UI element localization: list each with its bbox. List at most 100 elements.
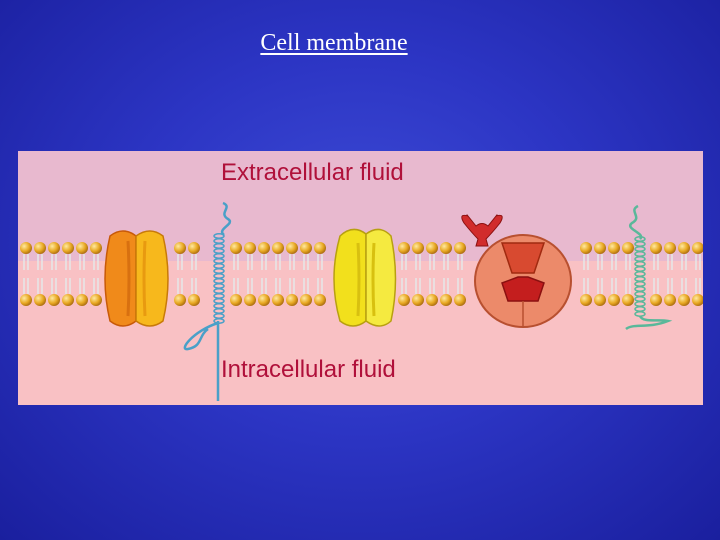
phospholipid-tail	[583, 254, 589, 270]
phospholipid-tail	[317, 254, 323, 270]
phospholipid-tail	[401, 254, 407, 270]
phospholipid-head	[188, 294, 200, 306]
phospholipid-head	[454, 294, 466, 306]
phospholipid-head	[426, 294, 438, 306]
phospholipid-tail	[695, 278, 701, 294]
helix-turn	[213, 268, 225, 274]
phospholipid-head	[76, 242, 88, 254]
phospholipid-head	[90, 242, 102, 254]
phospholipid-head	[244, 294, 256, 306]
phospholipid-tail	[583, 278, 589, 294]
phospholipid-tail	[177, 278, 183, 294]
helix-turn	[213, 238, 225, 244]
phospholipid-tail	[625, 278, 631, 294]
helical-protein-blue	[183, 201, 232, 401]
phospholipid-tail	[247, 254, 253, 270]
phospholipid-head	[230, 294, 242, 306]
helix-turn	[213, 273, 225, 279]
helix-turn	[634, 251, 646, 257]
phospholipid-tail	[65, 278, 71, 294]
helix-turn	[213, 308, 225, 314]
helix-turn	[634, 281, 646, 287]
receptor-protein	[461, 214, 503, 247]
helix-turn	[213, 278, 225, 284]
phospholipid-head	[650, 294, 662, 306]
phospholipid-tail	[429, 254, 435, 270]
phospholipid-tail	[303, 254, 309, 270]
phospholipid-tail	[625, 254, 631, 270]
helix-turn	[213, 233, 225, 239]
phospholipid-head	[76, 294, 88, 306]
phospholipid-tail	[457, 278, 463, 294]
helical-protein-teal	[625, 204, 673, 331]
phospholipid-head	[188, 242, 200, 254]
helix-turn	[634, 276, 646, 282]
helix-turn	[634, 261, 646, 267]
phospholipid-tail	[597, 254, 603, 270]
phospholipid-head	[580, 294, 592, 306]
phospholipid-tail	[317, 278, 323, 294]
phospholipid-head	[62, 242, 74, 254]
phospholipid-head	[300, 294, 312, 306]
phospholipid-tail	[653, 278, 659, 294]
cell-membrane-diagram: Extracellular fluid Intracellular fluid	[18, 151, 703, 405]
phospholipid-tail	[597, 278, 603, 294]
helix-turn	[213, 288, 225, 294]
phospholipid-head	[580, 242, 592, 254]
phospholipid-head	[230, 242, 242, 254]
helix-turn	[634, 256, 646, 262]
phospholipid-tail	[191, 278, 197, 294]
phospholipid-head	[48, 242, 60, 254]
phospholipid-tail	[23, 278, 29, 294]
phospholipid-tail	[79, 254, 85, 270]
phospholipid-tail	[275, 278, 281, 294]
phospholipid-head	[692, 242, 703, 254]
phospholipid-head	[314, 294, 326, 306]
carrier-protein-yellow	[333, 228, 397, 327]
phospholipid-tail	[23, 254, 29, 270]
phospholipid-tail	[51, 278, 57, 294]
helix-turn	[634, 291, 646, 297]
helix-turn	[634, 311, 646, 317]
phospholipid-head	[440, 294, 452, 306]
phospholipid-tail	[653, 254, 659, 270]
phospholipid-head	[286, 242, 298, 254]
phospholipid-tail	[681, 278, 687, 294]
lipid-bilayer	[20, 201, 703, 401]
phospholipid-head	[692, 294, 703, 306]
helix-turn	[634, 246, 646, 252]
phospholipid-head	[440, 242, 452, 254]
phospholipid-head	[90, 294, 102, 306]
phospholipid-tail	[667, 254, 673, 270]
phospholipid-head	[300, 242, 312, 254]
lipid-heads	[20, 242, 703, 306]
helix-turn	[213, 253, 225, 259]
phospholipid-tail	[233, 254, 239, 270]
phospholipid-tail	[611, 278, 617, 294]
phospholipid-tail	[261, 278, 267, 294]
phospholipid-tail	[611, 254, 617, 270]
phospholipid-head	[678, 294, 690, 306]
phospholipid-tail	[93, 254, 99, 270]
helix-turn	[634, 266, 646, 272]
phospholipid-head	[398, 294, 410, 306]
phospholipid-head	[678, 242, 690, 254]
phospholipid-head	[20, 294, 32, 306]
phospholipid-head	[608, 294, 620, 306]
phospholipid-head	[650, 242, 662, 254]
phospholipid-head	[34, 242, 46, 254]
helix-turn	[213, 318, 225, 324]
carrier-protein-orange	[104, 230, 169, 327]
phospholipid-head	[426, 242, 438, 254]
phospholipid-head	[314, 242, 326, 254]
phospholipid-head	[622, 242, 634, 254]
phospholipid-head	[412, 294, 424, 306]
phospholipid-tail	[261, 254, 267, 270]
phospholipid-head	[62, 294, 74, 306]
phospholipid-head	[664, 242, 676, 254]
phospholipid-head	[174, 242, 186, 254]
phospholipid-head	[594, 242, 606, 254]
phospholipid-head	[622, 294, 634, 306]
phospholipid-tail	[51, 254, 57, 270]
phospholipid-head	[258, 242, 270, 254]
